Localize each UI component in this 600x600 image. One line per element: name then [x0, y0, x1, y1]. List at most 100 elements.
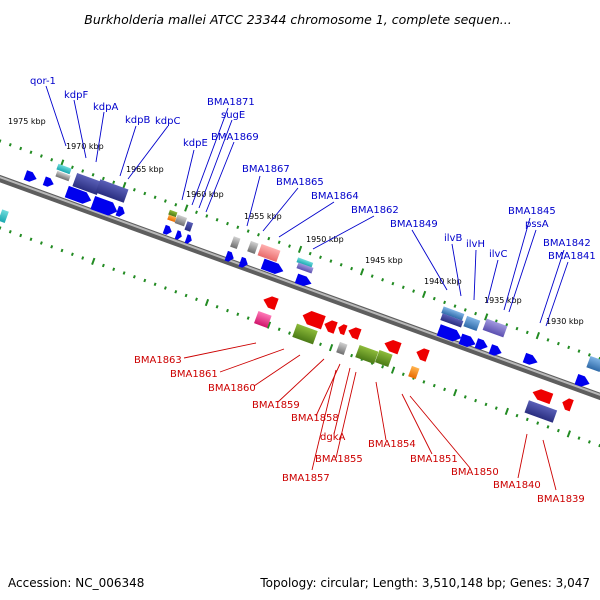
tick-dot [494, 406, 498, 410]
tick-dot [112, 180, 116, 185]
gene-box [55, 170, 71, 182]
gene-box [296, 257, 314, 268]
reverse-gene-arrow [384, 340, 402, 355]
tick-dot [163, 286, 167, 290]
gene-label[interactable]: BMA1840 [493, 480, 541, 491]
gene-box [292, 323, 318, 345]
tick-dot [39, 241, 43, 245]
tick-dot [101, 176, 105, 181]
tick-dot [577, 436, 581, 440]
gene-label[interactable]: BMA1849 [390, 219, 438, 230]
kbp-label: 1935 kbp [484, 296, 522, 305]
label-leaders [45, 85, 569, 491]
gene-box [167, 214, 177, 223]
tick-major [297, 245, 303, 253]
gene-label[interactable]: BMA1863 [134, 355, 182, 366]
gene-label[interactable]: BMA1861 [170, 369, 218, 380]
gene-label[interactable]: BMA1839 [537, 494, 585, 505]
gene-label[interactable]: ilvB [444, 233, 462, 244]
gene-label[interactable]: BMA1855 [315, 454, 363, 465]
gene-label[interactable]: BMA1842 [543, 238, 591, 249]
kbp-label: 1955 kbp [244, 212, 282, 221]
tick-dot [370, 274, 374, 278]
tick-dot [381, 365, 385, 369]
tick-dot [246, 316, 250, 320]
gene-label[interactable]: BMA1850 [451, 467, 499, 478]
tick-dot [153, 282, 157, 287]
gene-label[interactable]: kdpA [93, 102, 118, 113]
tick-dot [401, 372, 405, 377]
outer-tick-track [0, 139, 600, 361]
tick-dot [474, 311, 478, 316]
gene-box [296, 262, 314, 274]
tick-dot [174, 290, 178, 294]
tick-dot [195, 297, 198, 302]
gene-label[interactable]: dgkA [320, 432, 345, 443]
gene-label[interactable]: kdpC [155, 116, 180, 127]
gene-label[interactable]: BMA1864 [311, 191, 359, 202]
gene-label[interactable]: BMA1851 [410, 454, 458, 465]
gene-box [463, 315, 481, 332]
forward-gene-arrow [23, 170, 37, 182]
tick-major [184, 204, 189, 212]
gene-label[interactable]: pssA [525, 219, 549, 230]
tick-dot [246, 229, 250, 233]
gene-label[interactable]: BMA1859 [252, 400, 300, 411]
tick-dot [101, 263, 105, 268]
gene-label[interactable]: sugE [221, 110, 245, 121]
gene-label[interactable]: BMA1841 [548, 251, 596, 262]
gene-label[interactable]: BMA1854 [368, 439, 416, 450]
gene-label[interactable]: BMA1857 [282, 473, 330, 484]
gene-label[interactable]: BMA1862 [351, 205, 399, 216]
gene-label[interactable]: kdpE [183, 138, 208, 149]
tick-dot [19, 233, 23, 238]
tick-major [421, 290, 427, 299]
forward-gene-arrow [42, 176, 54, 187]
gene-label[interactable]: BMA1858 [291, 413, 339, 424]
reverse-gene-arrow [263, 296, 279, 311]
gene-label[interactable]: BMA1867 [242, 164, 290, 175]
tick-dot [546, 338, 550, 342]
tick-dot [463, 395, 467, 399]
kbp-labels: 1975 kbp 1970 kbp 1965 kbp 1960 kbp 1955… [8, 117, 584, 326]
tick-dot [70, 165, 74, 170]
tick-dot [525, 417, 529, 422]
tick-major [566, 430, 572, 438]
gene-label[interactable]: qor-1 [30, 76, 56, 87]
kbp-label: 1965 kbp [126, 165, 164, 174]
gene-box [254, 310, 272, 328]
tick-dot [184, 293, 188, 298]
gene-box [230, 236, 241, 250]
gene-label[interactable]: BMA1871 [207, 97, 255, 108]
tick-dot [474, 398, 478, 403]
map-title: Burkholderia mallei ATCC 23344 chromosom… [84, 12, 511, 27]
reverse-gene-arrow [338, 324, 348, 336]
tick-major [122, 181, 127, 190]
tick-dot [60, 248, 64, 253]
gene-box [0, 209, 9, 224]
gene-box [257, 243, 281, 263]
forward-gene-arrow [474, 338, 488, 350]
gene-label[interactable]: BMA1865 [276, 177, 324, 188]
tick-dot [0, 139, 2, 143]
gene-label[interactable]: kdpB [125, 115, 150, 126]
tick-dot [19, 146, 23, 151]
gene-label[interactable]: ilvH [466, 239, 485, 250]
gene-label[interactable]: kdpF [64, 90, 88, 101]
gene-label[interactable]: BMA1869 [211, 132, 259, 143]
gene-label[interactable]: ilvC [489, 249, 507, 260]
tick-dot [432, 296, 436, 301]
gene-box [375, 349, 393, 367]
tick-dot [577, 349, 581, 353]
gene-label[interactable]: BMA1860 [208, 383, 256, 394]
tick-dot [81, 256, 85, 260]
tick-dot [195, 210, 198, 215]
backbone [0, 174, 600, 401]
reverse-gene-arrow [302, 311, 326, 330]
gene-label[interactable]: BMA1845 [508, 206, 556, 217]
tick-dot [29, 150, 33, 155]
forward-gene-arrow [488, 344, 502, 356]
tick-dot [153, 195, 157, 200]
tick-dot [29, 237, 33, 242]
